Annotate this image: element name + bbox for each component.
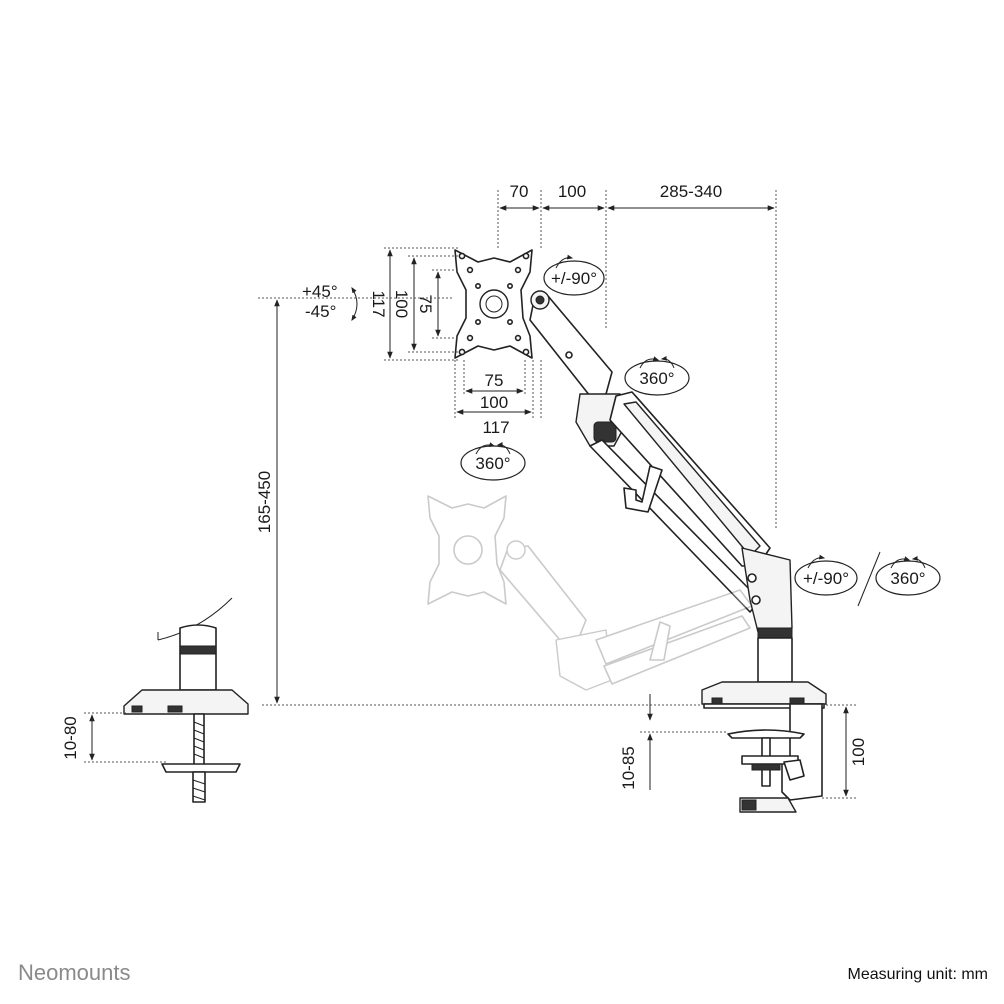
height-dimension: 165-450 <box>255 297 700 706</box>
dim-10-85: 10-85 <box>619 694 728 790</box>
dim-plate-75: 75 <box>485 371 504 390</box>
plate-horizontal-dims: 75 100 117 <box>454 360 542 437</box>
swivel-mid-label: 360° <box>639 369 674 388</box>
badge-rot-head: +/-90° <box>543 254 605 296</box>
rot-pole-label: +/-90° <box>803 569 849 588</box>
vesa-plate <box>454 249 533 359</box>
swivel-plate-label: 360° <box>475 454 510 473</box>
dim-clamp-100: 100 <box>822 704 868 799</box>
measuring-unit-note: Measuring unit: mm <box>847 966 989 983</box>
dim-plate-117-v: 117 <box>369 290 388 317</box>
dim-height: 165-450 <box>255 471 274 533</box>
dim-plate-117: 117 <box>482 418 509 437</box>
swivel-pole-label: 360° <box>890 569 925 588</box>
dim-plate-100: 100 <box>480 393 508 412</box>
badge-swivel-pole: 360° <box>875 556 941 596</box>
badge-rot-pole: +/-90° <box>794 554 858 596</box>
dim-100-top: 100 <box>558 182 586 201</box>
dim-10-80: 10-80 <box>61 712 166 763</box>
monitor-arm <box>529 290 827 813</box>
dim-plate-75-v: 75 <box>416 295 435 314</box>
badge-swivel-mid: 360° <box>624 356 690 396</box>
dim-clamp-100-label: 100 <box>849 738 868 766</box>
plate-vertical-dims: 117 100 75 <box>369 247 458 361</box>
dim-285-340: 285-340 <box>660 182 722 201</box>
dim-plate-100-v: 100 <box>392 290 411 318</box>
tilt-indicator: +45° -45° <box>302 282 358 322</box>
rot-head-label: +/-90° <box>551 269 597 288</box>
brand-logo: Neomounts <box>18 960 131 985</box>
dim-10-85-label: 10-85 <box>619 746 638 789</box>
dim-70: 70 <box>510 182 529 201</box>
desk-grommet-left <box>123 597 249 803</box>
tilt-up-label: +45° <box>302 282 338 301</box>
tilt-down-label: -45° <box>305 302 336 321</box>
badge-swivel-plate: 360° <box>460 442 526 481</box>
dim-10-80-label: 10-80 <box>61 716 80 759</box>
top-dimensions: 70 100 285-340 <box>497 182 777 530</box>
ghost-arm-lowered <box>427 495 753 691</box>
